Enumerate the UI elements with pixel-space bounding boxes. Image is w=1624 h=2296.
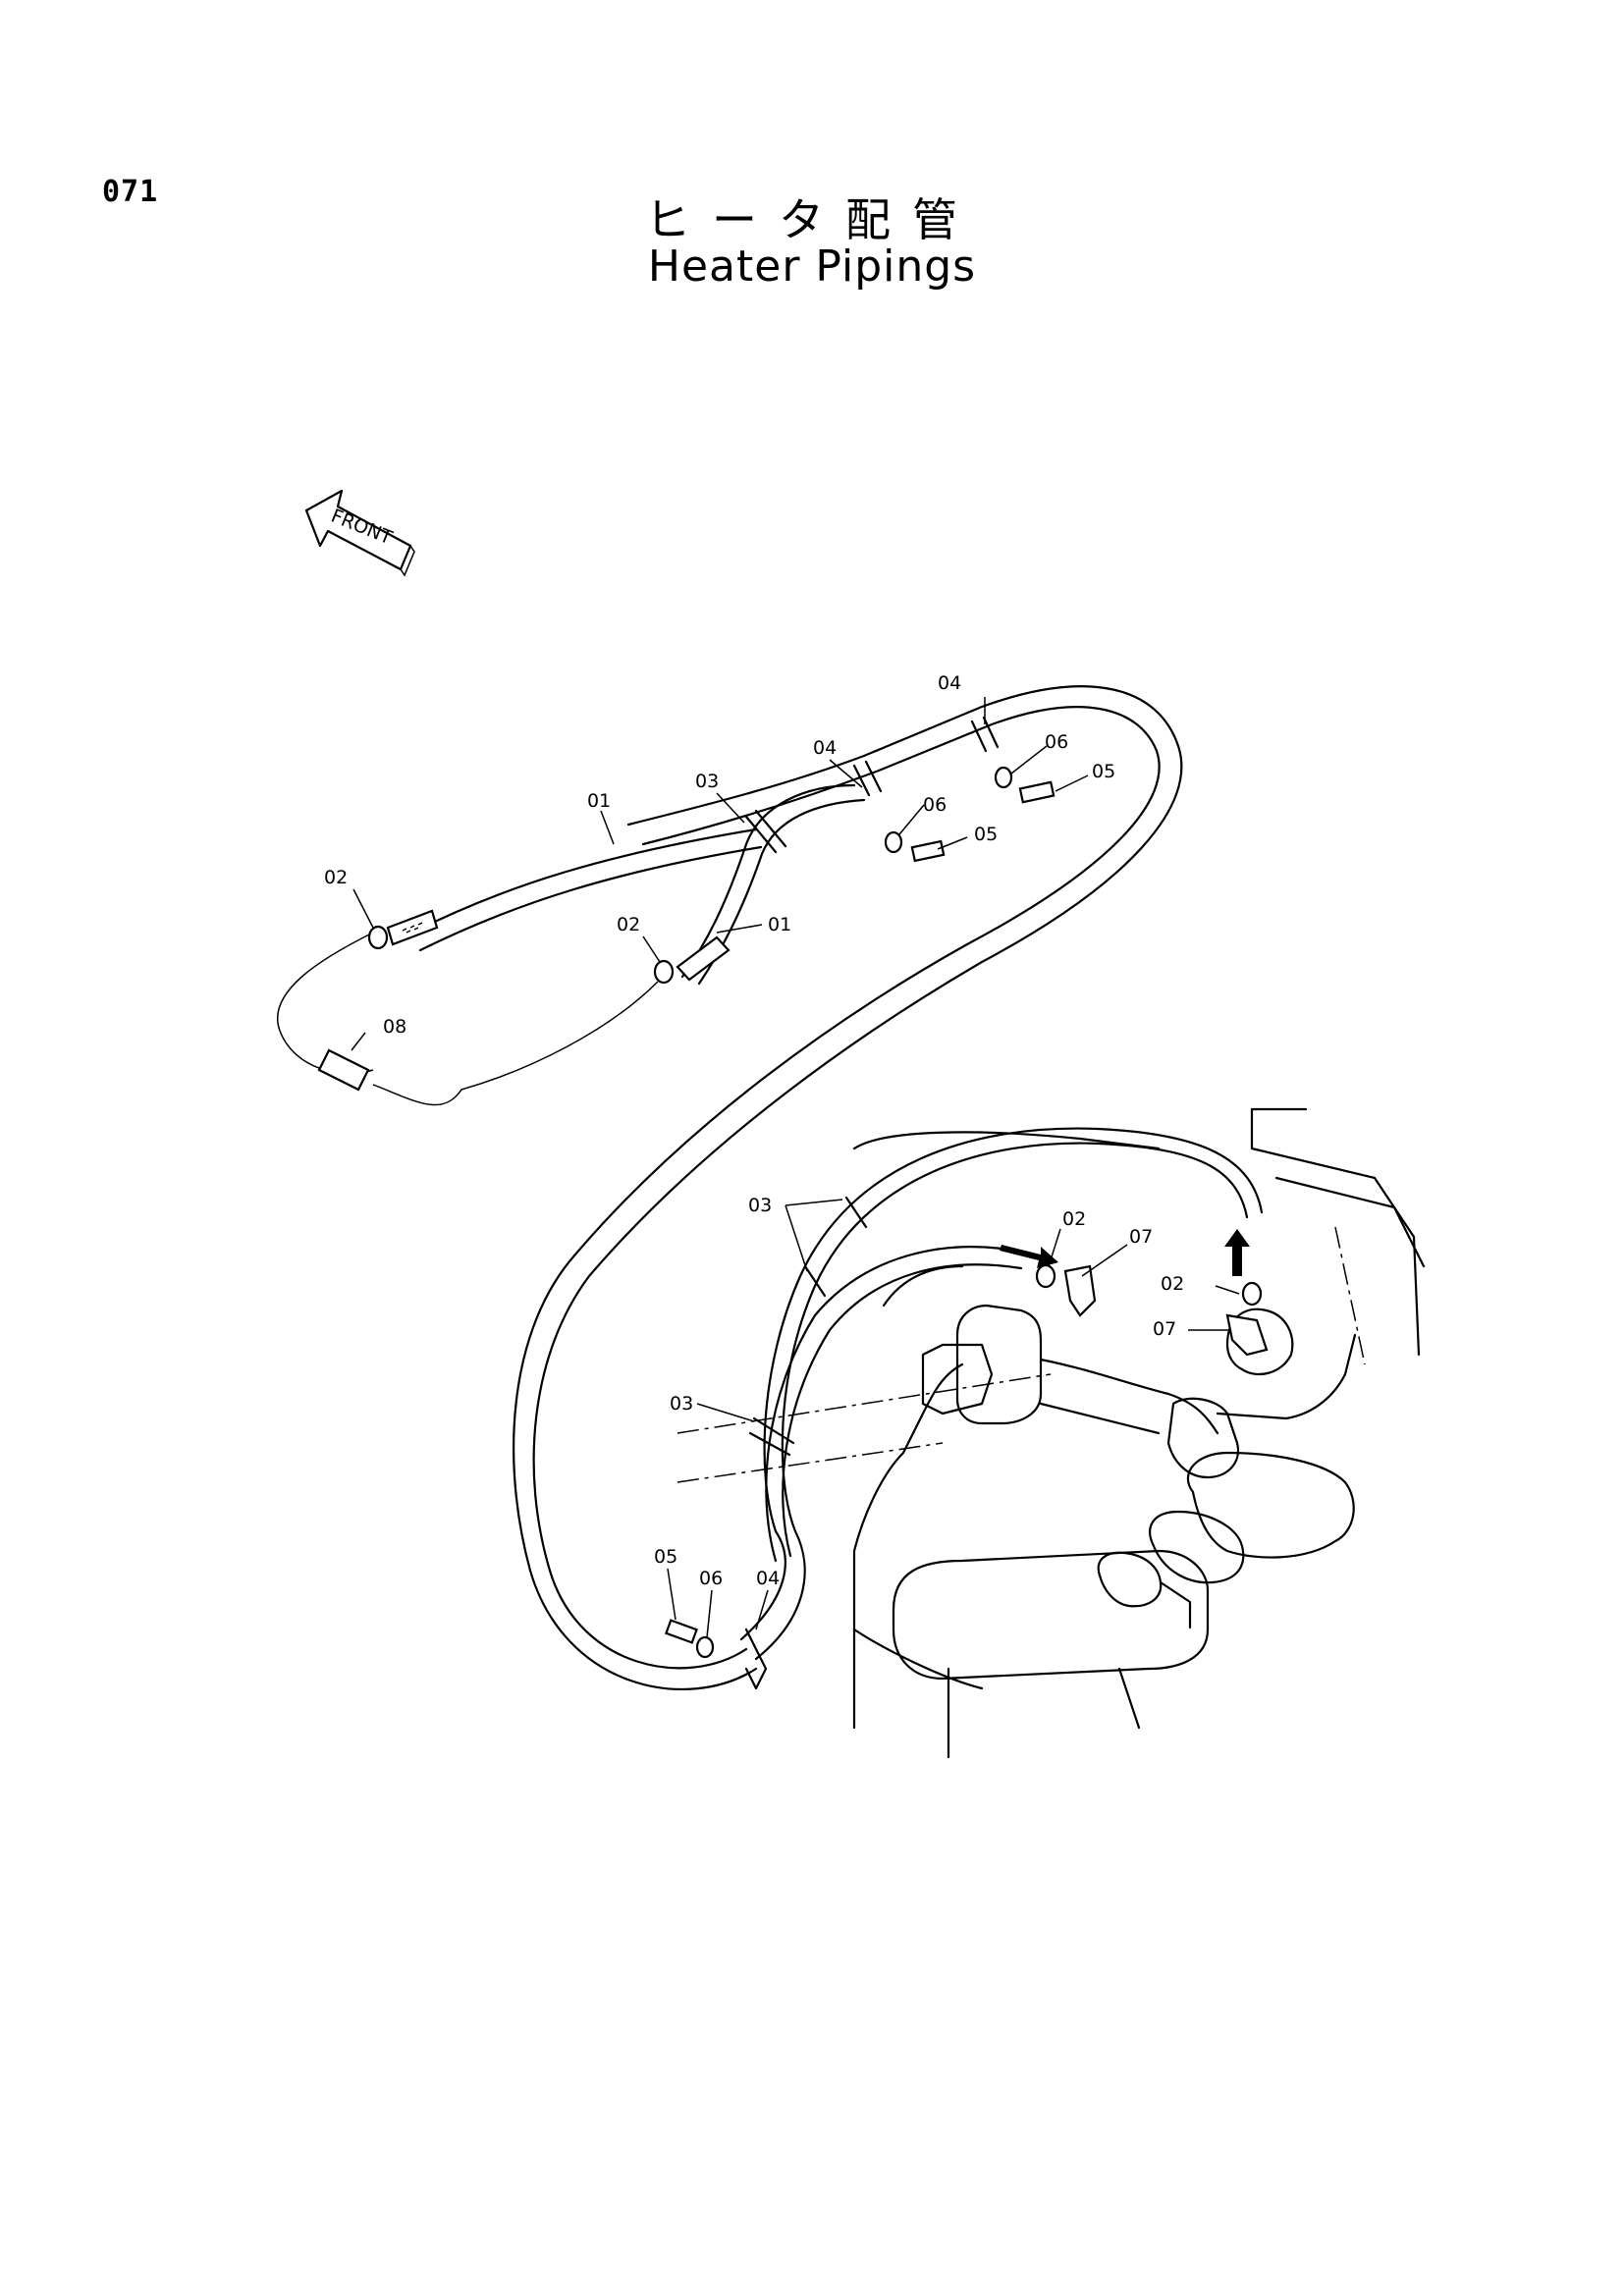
callout-02-left: 02	[324, 867, 348, 888]
callout-02-middle: 02	[617, 914, 640, 935]
callout-03-upper: 03	[695, 771, 719, 792]
callout-02-right: 02	[1161, 1273, 1184, 1295]
front-arrow-label: FRONT	[328, 505, 396, 549]
callout-05-bottom: 05	[654, 1546, 677, 1568]
callout-07-lower: 07	[1153, 1318, 1176, 1340]
washer	[695, 766, 1013, 1659]
bolt	[665, 780, 1056, 1644]
hose-clip-bands	[744, 716, 1000, 1690]
flow-direction-arrow	[1000, 1229, 1250, 1276]
callout-05-middle: 05	[974, 824, 998, 845]
hose-end-lower	[676, 935, 731, 982]
heater-hose-upper-branch	[410, 783, 866, 986]
drain-tube-loop	[277, 932, 659, 1106]
heater-valve	[1063, 1264, 1269, 1357]
callout-06-middle: 06	[923, 794, 947, 816]
front-direction-arrow: FRONT	[304, 489, 415, 577]
callout-01-upper: 01	[587, 790, 611, 812]
callout-04-bottom: 04	[756, 1568, 780, 1589]
callout-06-bottom: 06	[699, 1568, 723, 1589]
callout-02-engine: 02	[1062, 1208, 1086, 1230]
engine-block-outline	[677, 1107, 1426, 1759]
heater-hose-engine-side	[739, 1127, 1264, 1661]
heater-hose-long	[513, 685, 1183, 1691]
callout-leaders	[351, 697, 1240, 1638]
callout-labels: 01 01 02 02 02 02 03 03 03 04 04 04 05 0…	[324, 672, 1184, 1589]
page-title-japanese: ヒータ配管	[645, 193, 979, 246]
callout-03-lower: 03	[670, 1393, 693, 1415]
page-number: 071	[102, 175, 159, 209]
callout-03-middle: 03	[748, 1195, 772, 1216]
callout-08: 08	[383, 1016, 406, 1038]
callout-04-left: 04	[813, 737, 837, 759]
callout-06-right: 06	[1045, 731, 1068, 753]
callout-05-right: 05	[1092, 761, 1115, 782]
callout-07-upper: 07	[1129, 1226, 1153, 1248]
callout-04-top: 04	[938, 672, 961, 694]
page-title: Heater Pipings	[647, 241, 977, 292]
hose-clamp	[367, 925, 1263, 1307]
hose-end-left	[386, 909, 439, 946]
callout-01-lower: 01	[768, 914, 791, 935]
